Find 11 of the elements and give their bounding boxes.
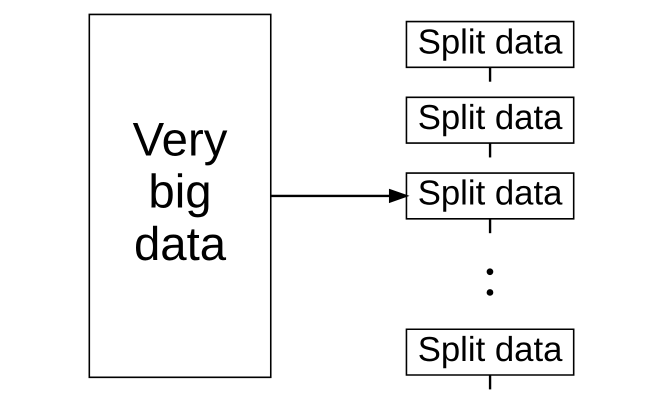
arrow — [270, 188, 409, 204]
connector — [488, 68, 491, 82]
node-box: Very big data — [88, 14, 272, 378]
node-box: Split data — [405, 328, 574, 376]
node-box: Split data — [405, 96, 574, 144]
connector — [488, 375, 491, 390]
connector — [488, 219, 491, 234]
node-box: Split data — [405, 172, 574, 220]
connector — [488, 143, 491, 158]
node-box: Split data — [405, 20, 574, 68]
label: : — [482, 244, 498, 308]
